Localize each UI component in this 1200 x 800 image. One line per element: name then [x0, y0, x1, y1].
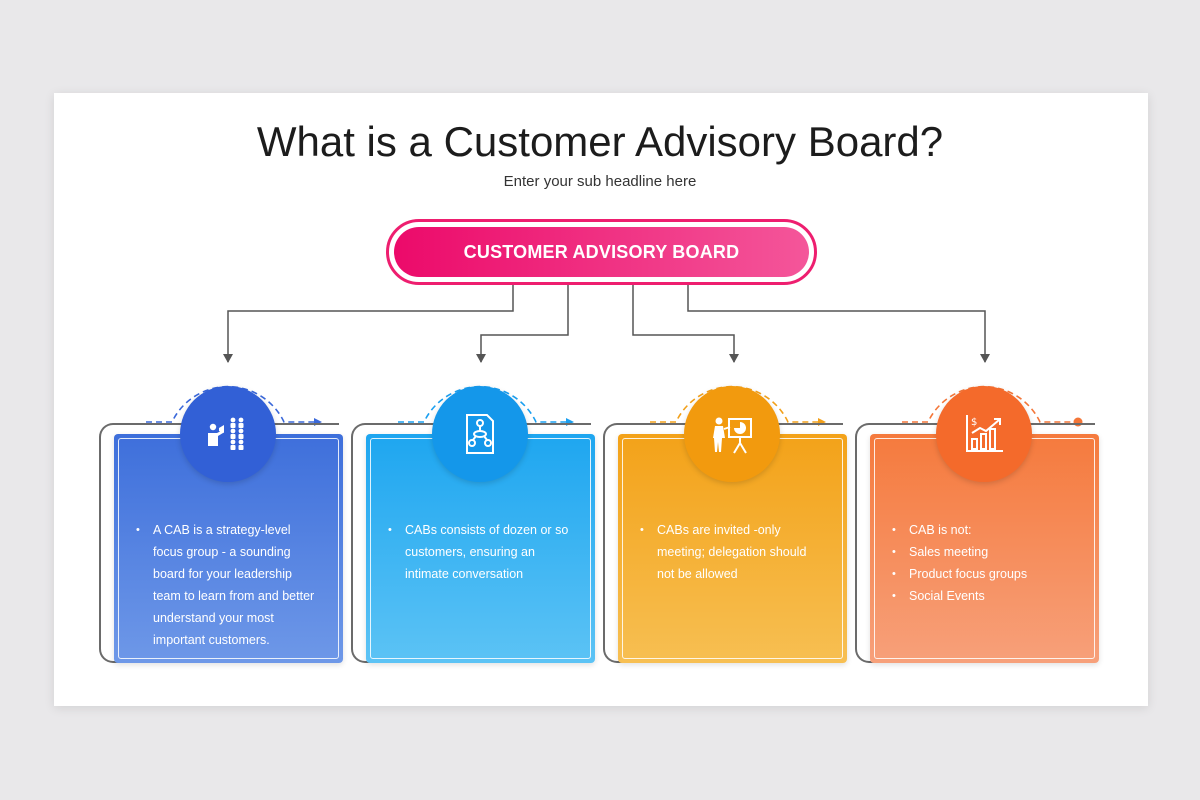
growth-chart-icon: $: [966, 415, 1003, 452]
card-1-icon-circle: [180, 386, 276, 482]
card-1-bullet: A CAB is a strategy-level focus group - …: [136, 519, 319, 651]
card-4-bullets: CAB is not:Sales meetingProduct focus gr…: [892, 519, 1075, 607]
card-3-icon-circle: [684, 386, 780, 482]
card-2-bullets: CABs consists of dozen or so customers, …: [388, 519, 571, 585]
svg-text:$: $: [971, 417, 977, 428]
card-4-icon-circle: $: [936, 386, 1032, 482]
card-3-bullet: CABs are invited -only meeting; delegati…: [640, 519, 823, 585]
hub-label: CUSTOMER ADVISORY BOARD: [394, 227, 809, 277]
card-4-bullet: Social Events: [892, 585, 1075, 607]
card-4-bullet: CAB is not:: [892, 519, 1075, 541]
card-1-bullets: A CAB is a strategy-level focus group - …: [136, 519, 319, 651]
card-4-bullet: Sales meeting: [892, 541, 1075, 563]
slide-title: What is a Customer Advisory Board?: [256, 118, 944, 165]
presenter-audience-icon: [208, 417, 244, 450]
card-2-icon-circle: [432, 386, 528, 482]
card-4-bullet: Product focus groups: [892, 563, 1075, 585]
card-2-bullet: CABs consists of dozen or so customers, …: [388, 519, 571, 585]
card-3-bullets: CABs are invited -only meeting; delegati…: [640, 519, 823, 585]
slide-subtitle: Enter your sub headline here: [503, 173, 697, 190]
flowchart-document-icon: [466, 414, 494, 454]
hub-box: CUSTOMER ADVISORY BOARD: [386, 219, 817, 285]
whiteboard-presenter-icon: [713, 417, 752, 454]
